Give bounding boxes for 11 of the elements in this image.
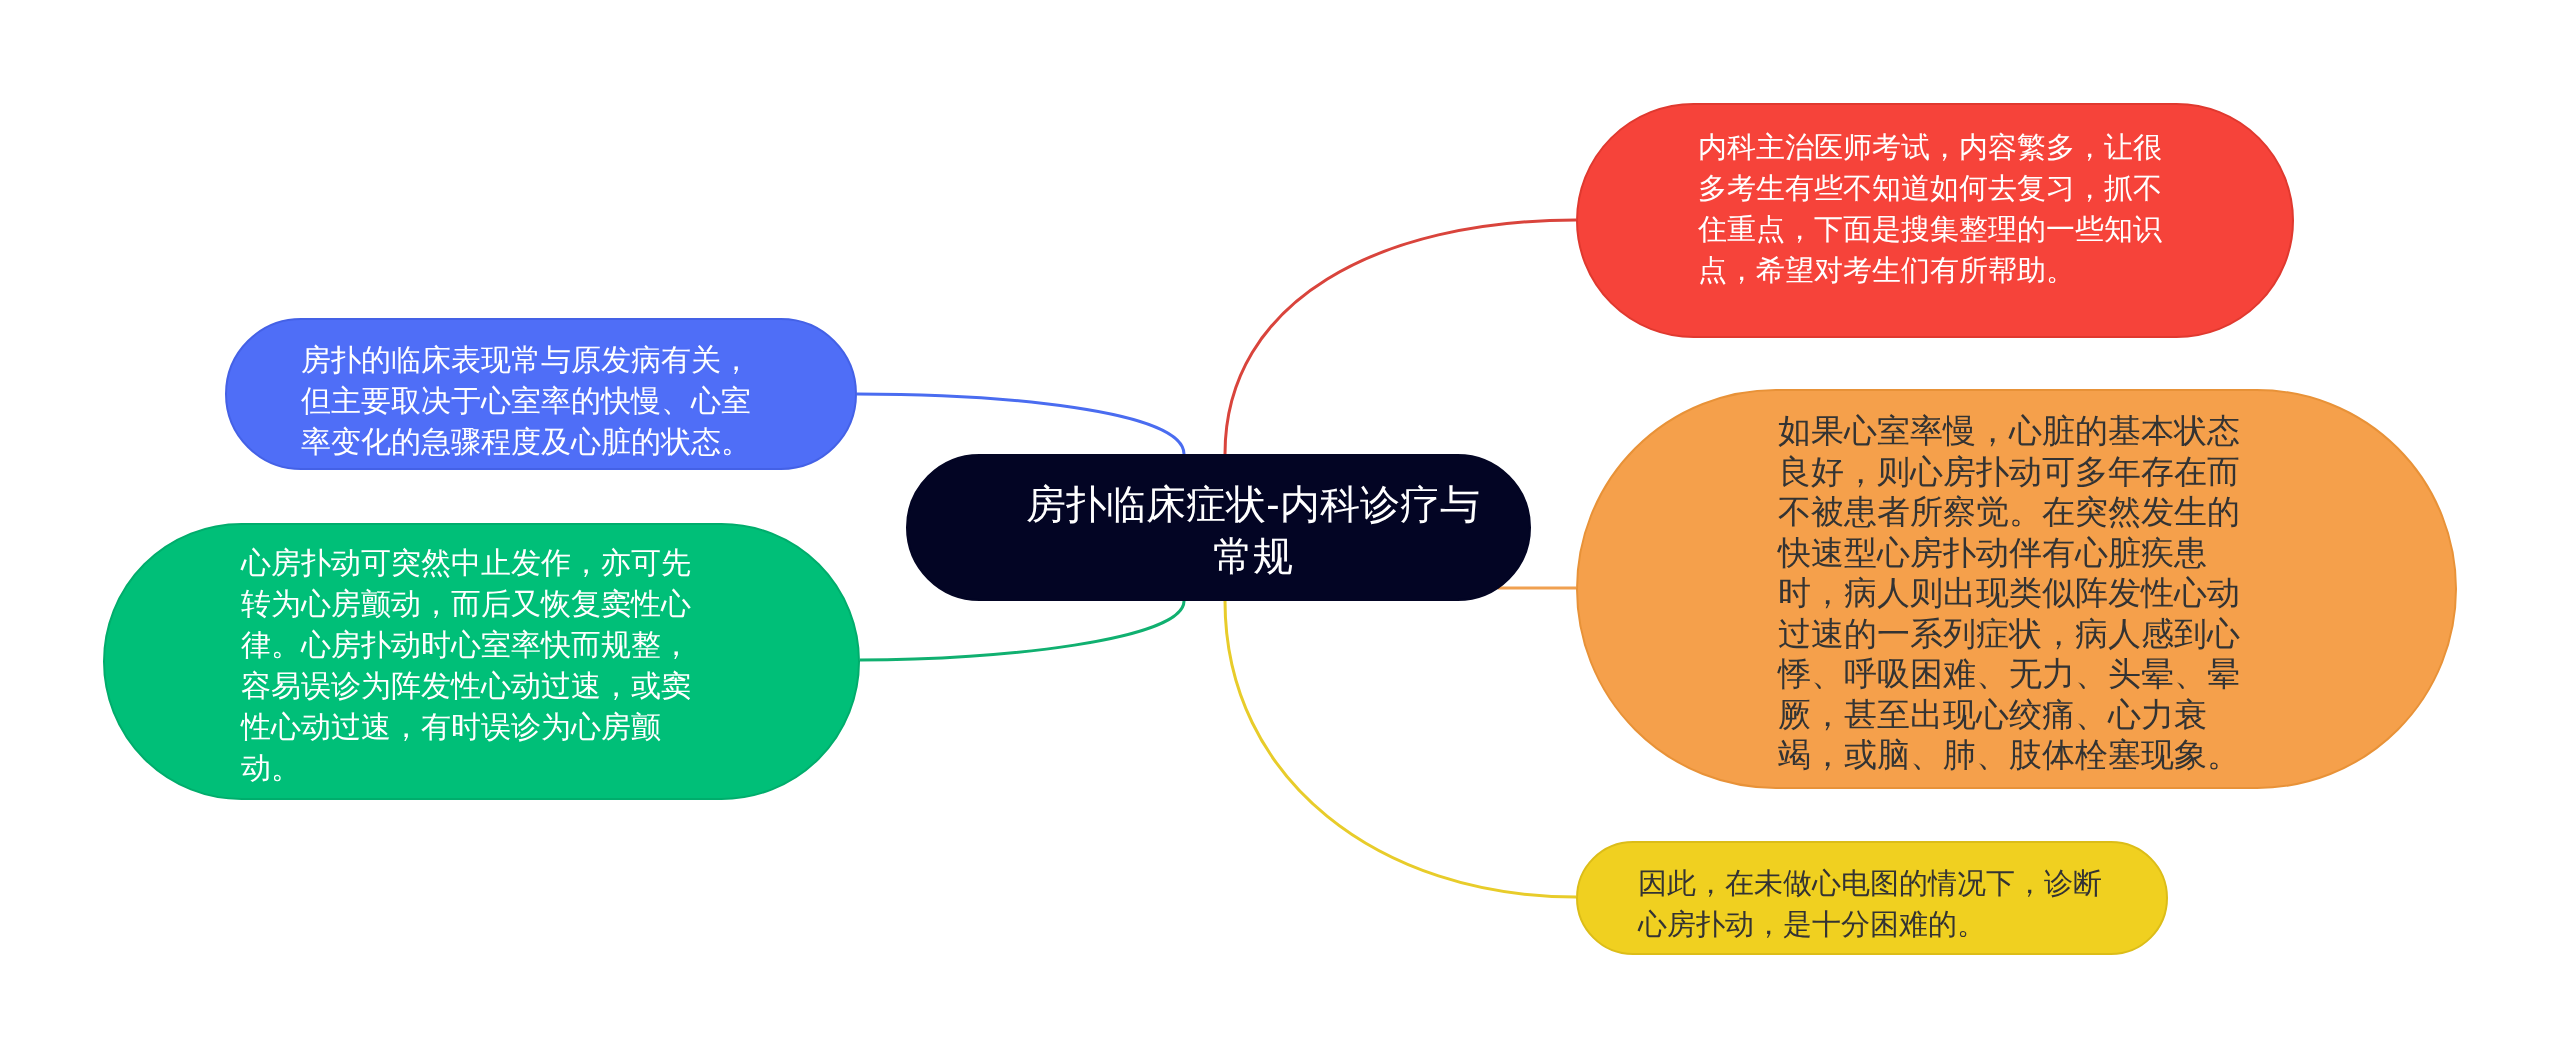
connector-line — [1223, 218, 1577, 455]
note-text: 因此，在未做心电图的情况下，诊断心房扑动，是十分困难的。 — [1638, 866, 2103, 942]
note-text: 房扑的临床表现常与原发病有关，但主要取决于心室率的快慢、心室率变化的急骤程度及心脏的状态。 — [301, 342, 752, 460]
note-text: 内科主治医师考试，内容繁多，让很多考生有些不知道如何去复习，抓不住重点，下面是搜集整理的一些知识点，希望对考生们有所帮助。 — [1698, 130, 2163, 288]
connector-line — [1498, 586, 1576, 590]
note-text: 如果心室率慢，心脏的基本状态良好，则心房扑动可多年存在而不被患者所察觉。在突然发生的快速型心房扑动伴有心脏疾患时，病人则出现类似阵发性心动过速的一系列症状，病人感到心悸、呼吸困难、无力、头晕、晕厥，甚至出现心绞痛、心力衰竭，或脑、肺、肢体栓塞现象。 — [1778, 412, 2241, 775]
connector-line — [1223, 600, 1577, 899]
note-text: 心房扑动可突然中止发作，亦可先转为心房颤动，而后又恢复窦性心律。心房扑动时心室率快而规整，容易误诊为阵发性心动过速，或窦性心动过速，有时误诊为心房颤动。 — [241, 545, 692, 786]
connector-line — [857, 392, 1186, 455]
topic-text: 房扑临床症状-内科诊疗与常规 — [1025, 481, 1481, 580]
connector-line — [860, 600, 1186, 662]
